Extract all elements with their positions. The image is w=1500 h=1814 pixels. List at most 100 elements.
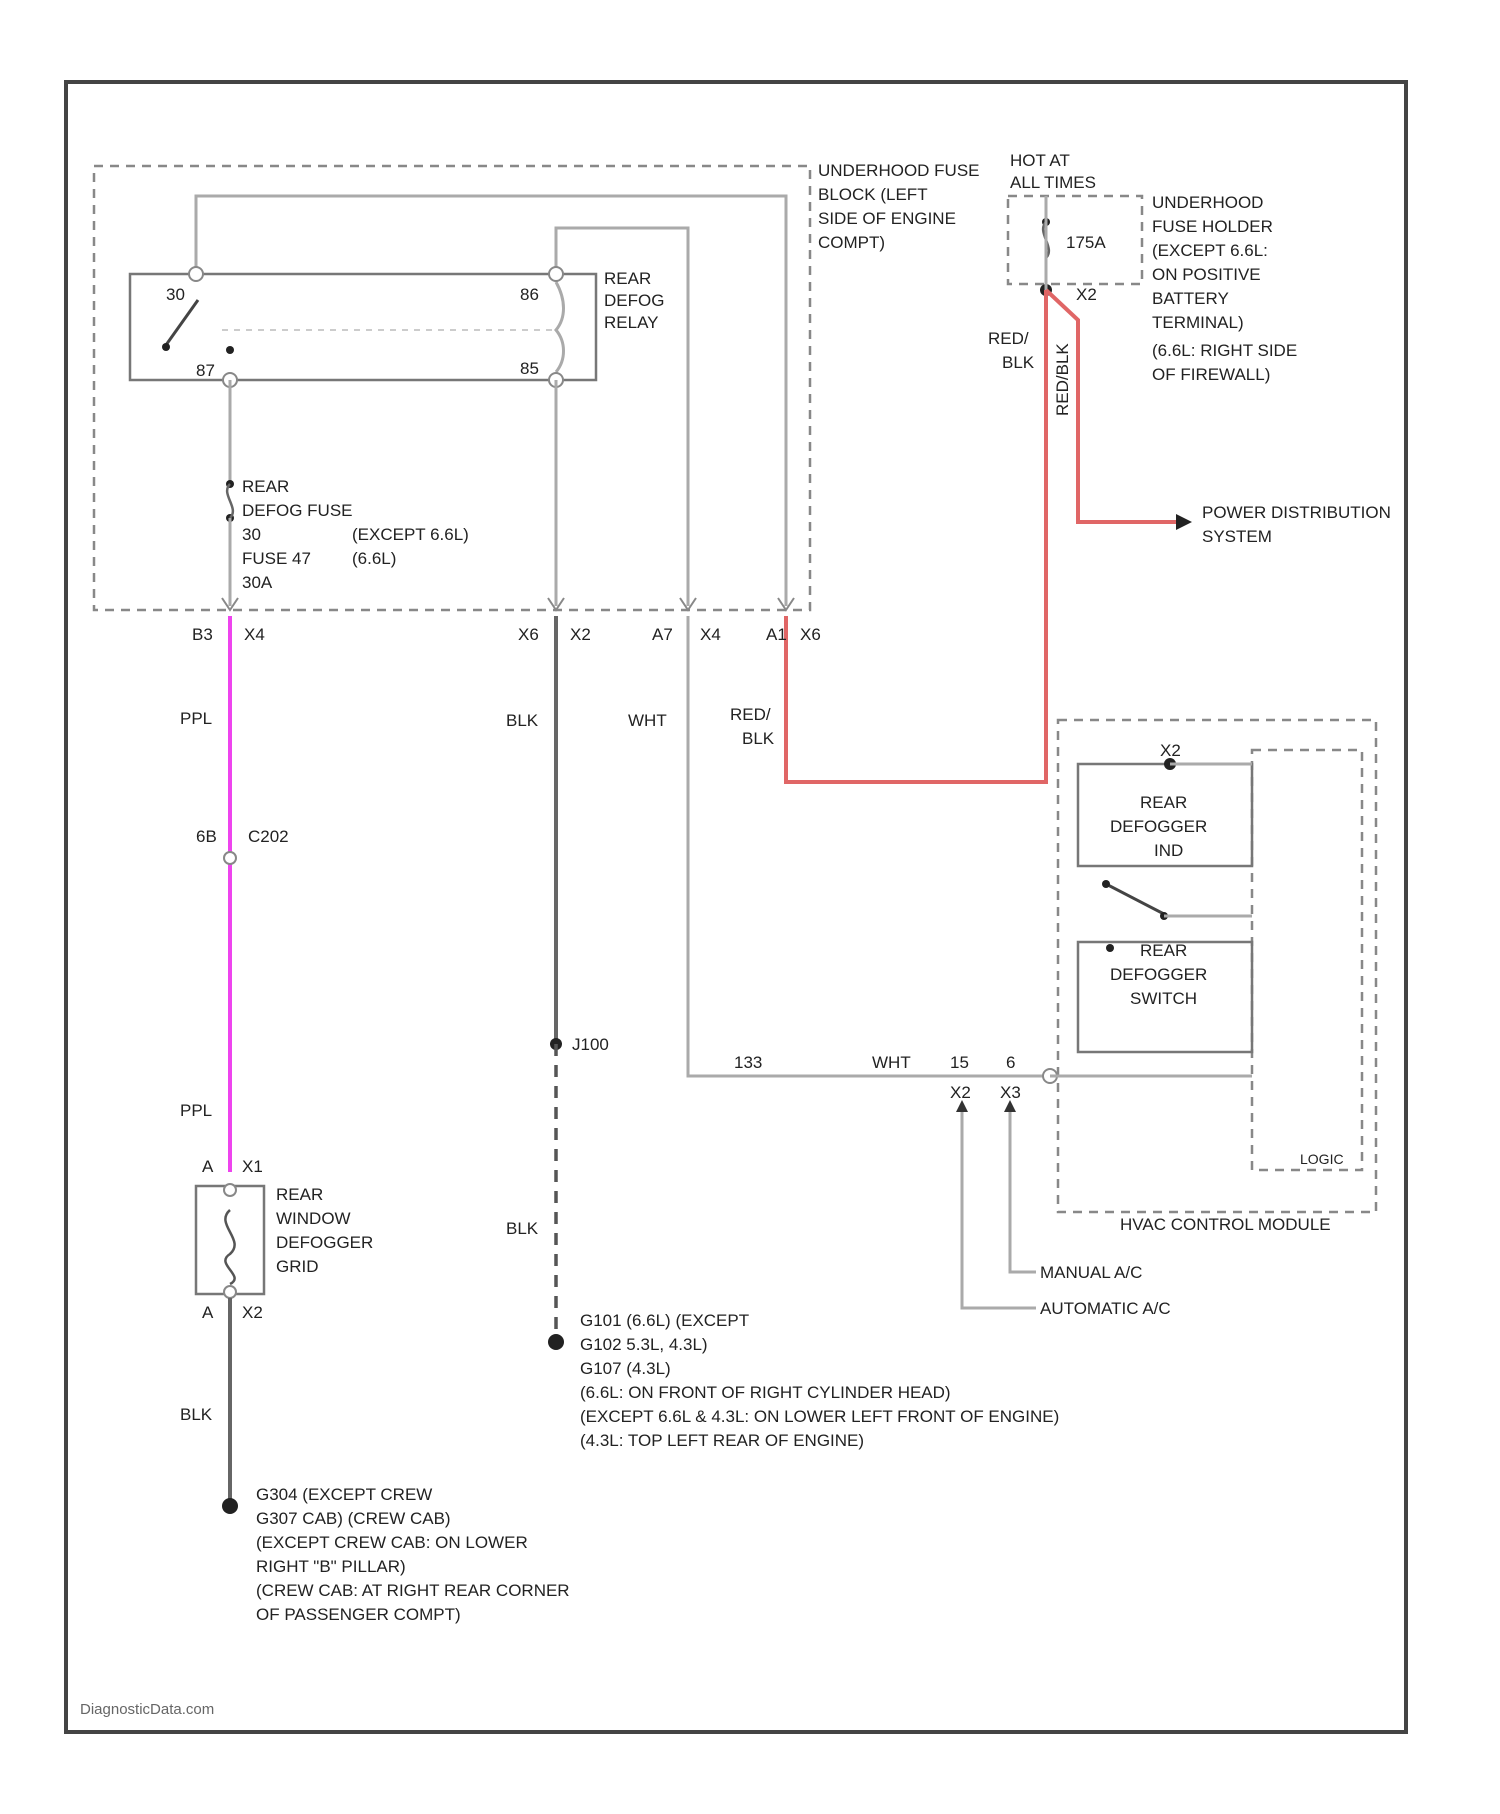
- wire-manual: [1010, 1110, 1036, 1272]
- rdg-sw-label-1: REAR: [1140, 941, 1187, 960]
- red-blk-label-2: BLK: [1002, 353, 1035, 372]
- g101-label-1: G101 (6.6L) (EXCEPT: [580, 1311, 749, 1330]
- fuse-symbol: [227, 484, 233, 518]
- hvac-pin-133: 133: [734, 1053, 762, 1072]
- j100-label: J100: [572, 1035, 609, 1054]
- blk-label-top: BLK: [506, 711, 539, 730]
- g101-ground: [548, 1334, 564, 1350]
- conn-x4-label-1: X4: [244, 625, 265, 644]
- rdg-sw-label-3: SWITCH: [1130, 989, 1197, 1008]
- fuse-defog-note-2: (6.6L): [352, 549, 396, 568]
- g304-ground: [222, 1498, 238, 1514]
- x2-label: X2: [1076, 285, 1097, 304]
- g304-label-4: RIGHT "B" PILLAR): [256, 1557, 406, 1576]
- rear-window-defogger-grid: [196, 1186, 264, 1294]
- relay-label-1: REAR: [604, 269, 651, 288]
- g304-label-3: (EXCEPT CREW CAB: ON LOWER: [256, 1533, 528, 1552]
- conn-b3-label: B3: [192, 625, 213, 644]
- g101-label-2: G102 5.3L, 4.3L): [580, 1335, 708, 1354]
- rdg-ind-label-1: REAR: [1140, 793, 1187, 812]
- relay-pin-30: [189, 267, 203, 281]
- grid-pin-a-top: A: [202, 1157, 214, 1176]
- fuse-holder-label-8: OF FIREWALL): [1152, 365, 1270, 384]
- relay-label-3: RELAY: [604, 313, 659, 332]
- conn-x4-label-2: X4: [700, 625, 721, 644]
- rdg-ind-label-2: DEFOGGER: [1110, 817, 1207, 836]
- conn-x2-label: X2: [570, 625, 591, 644]
- hvac-pin-x3: X3: [1000, 1083, 1021, 1102]
- manual-ac-label: MANUAL A/C: [1040, 1263, 1142, 1282]
- fuse-block-label-3: SIDE OF ENGINE: [818, 209, 956, 228]
- grid-label-2: WINDOW: [276, 1209, 351, 1228]
- blk-label-mid: BLK: [506, 1219, 539, 1238]
- rdg-ind-label-3: IND: [1154, 841, 1183, 860]
- grid-pin-a-bottom: A: [202, 1303, 214, 1322]
- c202-pin-label: 6B: [196, 827, 217, 846]
- wire-relay-30-to-a1: [196, 196, 786, 606]
- hot-label-2: ALL TIMES: [1010, 173, 1096, 192]
- relay-contact: [166, 300, 198, 345]
- fuse-defog-label-3: 30: [242, 525, 261, 544]
- grid-label-1: REAR: [276, 1185, 323, 1204]
- fuse-block-label-4: COMPT): [818, 233, 885, 252]
- hvac-pin-wht: WHT: [872, 1053, 911, 1072]
- g101-label-3: G107 (4.3L): [580, 1359, 671, 1378]
- g304-label-2: G307 CAB) (CREW CAB): [256, 1509, 451, 1528]
- hvac-pin-15: 15: [950, 1053, 969, 1072]
- fuse-defog-label-5: 30A: [242, 573, 273, 592]
- g304-label-6: OF PASSENGER COMPT): [256, 1605, 461, 1624]
- rdg-sw-label-2: DEFOGGER: [1110, 965, 1207, 984]
- grid-element: [225, 1210, 234, 1284]
- switch-dot-a: [1102, 880, 1110, 888]
- automatic-ac-label: AUTOMATIC A/C: [1040, 1299, 1171, 1318]
- g101-label-6: (4.3L: TOP LEFT REAR OF ENGINE): [580, 1431, 864, 1450]
- hvac-pin-x2: X2: [950, 1083, 971, 1102]
- hvac-module-label: HVAC CONTROL MODULE: [1120, 1215, 1331, 1234]
- conn-x6-label-1: X6: [518, 625, 539, 644]
- c202-label: C202: [248, 827, 289, 846]
- relay-pin-30-label: 30: [166, 285, 185, 304]
- conn-a1-label: A1: [766, 625, 787, 644]
- g304-label-5: (CREW CAB: AT RIGHT REAR CORNER: [256, 1581, 570, 1600]
- relay-pin-86-label: 86: [520, 285, 539, 304]
- fuse-defog-label-1: REAR: [242, 477, 289, 496]
- g304-label-1: G304 (EXCEPT CREW: [256, 1485, 432, 1504]
- wire-wht: [688, 616, 1050, 1076]
- fuse-block-label-2: BLOCK (LEFT: [818, 185, 928, 204]
- red-blk-label-3: RED/: [730, 705, 771, 724]
- module-x2-label: X2: [1160, 741, 1181, 760]
- fuse-holder-label-2: FUSE HOLDER: [1152, 217, 1273, 236]
- fuse-175a-label: 175A: [1066, 233, 1106, 252]
- ppl-label-bottom: PPL: [180, 1101, 212, 1120]
- conn-a7-label: A7: [652, 625, 673, 644]
- relay-contact-dot-2: [226, 346, 234, 354]
- g101-label-5: (EXCEPT 6.6L & 4.3L: ON LOWER LEFT FRONT…: [580, 1407, 1059, 1426]
- hot-label-1: HOT AT: [1010, 151, 1070, 170]
- wire-automatic: [962, 1110, 1036, 1308]
- grid-pin-x1: X1: [242, 1157, 263, 1176]
- hvac-module-outline: [1058, 720, 1376, 1212]
- module-switch-contact: [1106, 884, 1164, 914]
- wire-vertical-label: RED/BLK: [1053, 343, 1072, 416]
- fuse-defog-label-2: DEFOG FUSE: [242, 501, 353, 520]
- grid-label-3: DEFOGGER: [276, 1233, 373, 1252]
- conn-x6-label-2: X6: [800, 625, 821, 644]
- hvac-pin-6: 6: [1006, 1053, 1015, 1072]
- fuse-holder-label-6: TERMINAL): [1152, 313, 1244, 332]
- relay-label-2: DEFOG: [604, 291, 664, 310]
- fuse-holder-label-7: (6.6L: RIGHT SIDE: [1152, 341, 1297, 360]
- relay-contact-dot: [162, 343, 170, 351]
- logic-outline: [1252, 750, 1362, 1170]
- logic-label: LOGIC: [1300, 1151, 1344, 1167]
- grid-pin-x2: X2: [242, 1303, 263, 1322]
- relay-coil: [556, 282, 564, 372]
- power-dist-label-2: SYSTEM: [1202, 527, 1272, 546]
- fuse-defog-label-4: FUSE 47: [242, 549, 311, 568]
- relay-pin-86: [549, 267, 563, 281]
- fuse-holder-label-4: ON POSITIVE: [1152, 265, 1261, 284]
- fuse-block-label-1: UNDERHOOD FUSE: [818, 161, 980, 180]
- grid-pin-top: [224, 1184, 236, 1196]
- fuse-holder-label-3: (EXCEPT 6.6L:: [1152, 241, 1268, 260]
- conn-c202: [224, 852, 236, 864]
